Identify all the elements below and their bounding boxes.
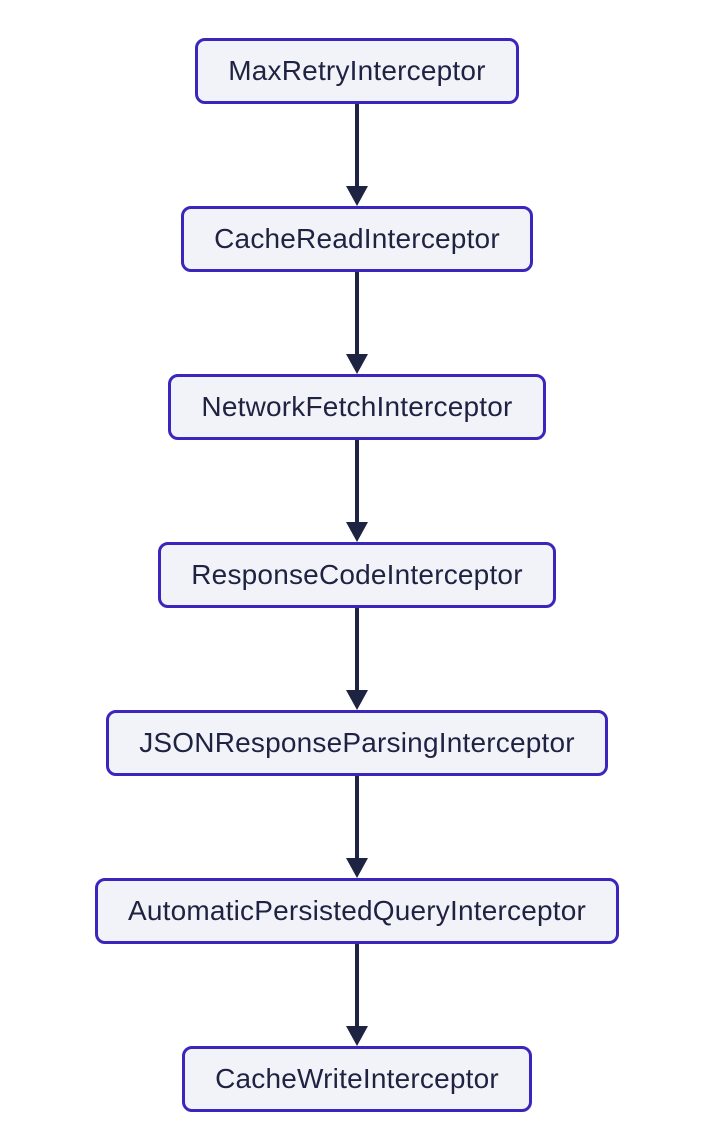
arrow-line — [355, 104, 359, 187]
edge-arrow-5 — [345, 776, 369, 878]
arrow-line — [355, 944, 359, 1027]
arrow-line — [355, 440, 359, 523]
edge-arrow-3 — [345, 440, 369, 542]
edge-arrow-2 — [345, 272, 369, 374]
node-response-code-interceptor: ResponseCodeInterceptor — [158, 542, 556, 608]
arrow-line — [355, 608, 359, 691]
arrowhead-icon — [346, 690, 368, 710]
edge-arrow-4 — [345, 608, 369, 710]
edge-arrow-1 — [345, 104, 369, 206]
arrowhead-icon — [346, 186, 368, 206]
node-cache-write-interceptor: CacheWriteInterceptor — [182, 1046, 532, 1112]
arrowhead-icon — [346, 858, 368, 878]
arrow-line — [355, 776, 359, 859]
node-json-response-parsing-interceptor: JSONResponseParsingInterceptor — [106, 710, 608, 776]
node-max-retry-interceptor: MaxRetryInterceptor — [195, 38, 519, 104]
node-network-fetch-interceptor: NetworkFetchInterceptor — [168, 374, 546, 440]
node-cache-read-interceptor: CacheReadInterceptor — [181, 206, 533, 272]
arrowhead-icon — [346, 522, 368, 542]
interceptor-chain-flowchart: MaxRetryInterceptor CacheReadInterceptor… — [0, 38, 714, 1112]
arrowhead-icon — [346, 354, 368, 374]
node-automatic-persisted-query-interceptor: AutomaticPersistedQueryInterceptor — [94, 878, 620, 944]
edge-arrow-6 — [345, 944, 369, 1046]
arrowhead-icon — [346, 1026, 368, 1046]
arrow-line — [355, 272, 359, 355]
